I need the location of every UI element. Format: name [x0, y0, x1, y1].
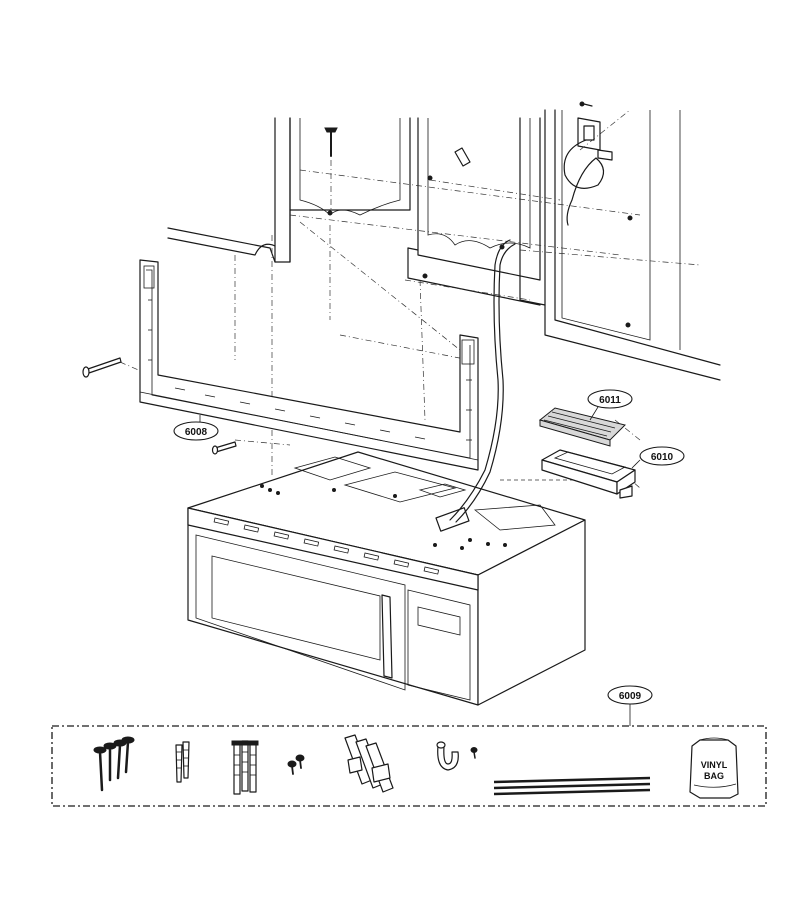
part-6011-grease-filter	[538, 407, 626, 447]
filler-strips-icon	[493, 776, 651, 796]
top-cabinet-bolt	[324, 127, 338, 157]
bolts-icon	[231, 740, 259, 795]
callout-6011: 6011	[587, 389, 633, 421]
callout-6008-label: 6008	[185, 427, 208, 438]
hardware-kit-box: VINYL BAG	[51, 725, 767, 807]
callout-6009-label: 6009	[619, 691, 642, 702]
upper-cabinets	[167, 109, 721, 381]
callout-6008: 6008	[173, 415, 219, 441]
small-screws-icon	[287, 754, 305, 775]
toggle-clips-icon	[344, 734, 394, 793]
cable-clamp-icon	[436, 741, 478, 771]
part-6010-bottom-tray	[541, 449, 636, 499]
long-screws-icon	[93, 736, 135, 792]
plate-screw-lower	[211, 441, 237, 455]
callout-6009: 6009	[607, 685, 653, 726]
vinyl-bag-label-line2: BAG	[704, 771, 724, 781]
microwave-oven	[187, 239, 586, 706]
power-cord-loop	[563, 139, 605, 226]
mounting-plate	[139, 259, 479, 471]
wall-screw-left	[82, 357, 122, 378]
vinyl-bag-label-line1: VINYL	[701, 760, 728, 770]
callout-6010: 6010	[631, 446, 685, 469]
wall-anchors-icon	[175, 741, 190, 783]
callout-6011-label: 6011	[599, 395, 621, 406]
cabinet-bracket-clip	[454, 147, 471, 167]
vinyl-bag-icon: VINYL BAG	[689, 737, 739, 799]
wall-outlet	[577, 101, 613, 161]
callout-6010-label: 6010	[651, 452, 674, 463]
alignment-lines	[119, 109, 701, 489]
